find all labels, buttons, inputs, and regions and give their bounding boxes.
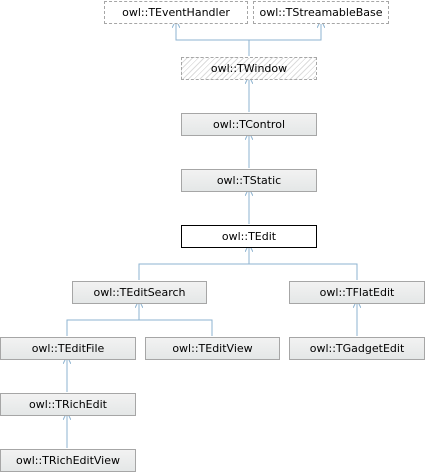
node-tstreamablebase[interactable]: owl::TStreamableBase	[253, 1, 389, 24]
node-tricheditview[interactable]: owl::TRichEditView	[0, 449, 136, 472]
node-label: owl::TEdit	[221, 230, 277, 243]
node-label: owl::TEditView	[172, 342, 253, 355]
node-trichedit[interactable]: owl::TRichEdit	[0, 393, 136, 416]
node-label: owl::TRichEditView	[15, 454, 121, 467]
node-tcontrol[interactable]: owl::TControl	[181, 113, 317, 136]
edge-tflatedit-tedit	[249, 263, 358, 280]
node-teditfile[interactable]: owl::TEditFile	[0, 337, 136, 360]
node-label: owl::TRichEdit	[29, 398, 107, 411]
node-label: owl::TStreamableBase	[259, 6, 383, 19]
node-label: owl::TFlatEdit	[319, 286, 395, 299]
node-label: owl::TEditSearch	[93, 286, 186, 299]
node-tflatedit[interactable]: owl::TFlatEdit	[289, 281, 425, 304]
node-twindow[interactable]: owl::TWindow	[181, 57, 317, 80]
node-teventhandler[interactable]: owl::TEventHandler	[104, 1, 248, 24]
edge-twindow-teventhandler	[176, 24, 250, 56]
edge-teditfile-teditsearch	[66, 304, 139, 336]
node-tstatic[interactable]: owl::TStatic	[181, 169, 317, 192]
node-label: owl::TControl	[212, 118, 286, 131]
edge-teditsearch-tedit	[138, 248, 249, 280]
node-label: owl::TGadgetEdit	[309, 342, 405, 355]
node-label: owl::TWindow	[210, 62, 288, 75]
node-label: owl::TStatic	[216, 174, 282, 187]
node-tgadgetedit[interactable]: owl::TGadgetEdit	[289, 337, 425, 360]
node-teditview[interactable]: owl::TEditView	[145, 337, 280, 360]
node-teditsearch[interactable]: owl::TEditSearch	[72, 281, 207, 304]
node-label: owl::TEventHandler	[122, 6, 230, 19]
node-label: owl::TEditFile	[31, 342, 105, 355]
edge-teditview-teditsearch	[139, 319, 213, 336]
node-tedit: owl::TEdit	[181, 225, 317, 248]
edge-twindow-tstreamablebase	[249, 24, 321, 41]
